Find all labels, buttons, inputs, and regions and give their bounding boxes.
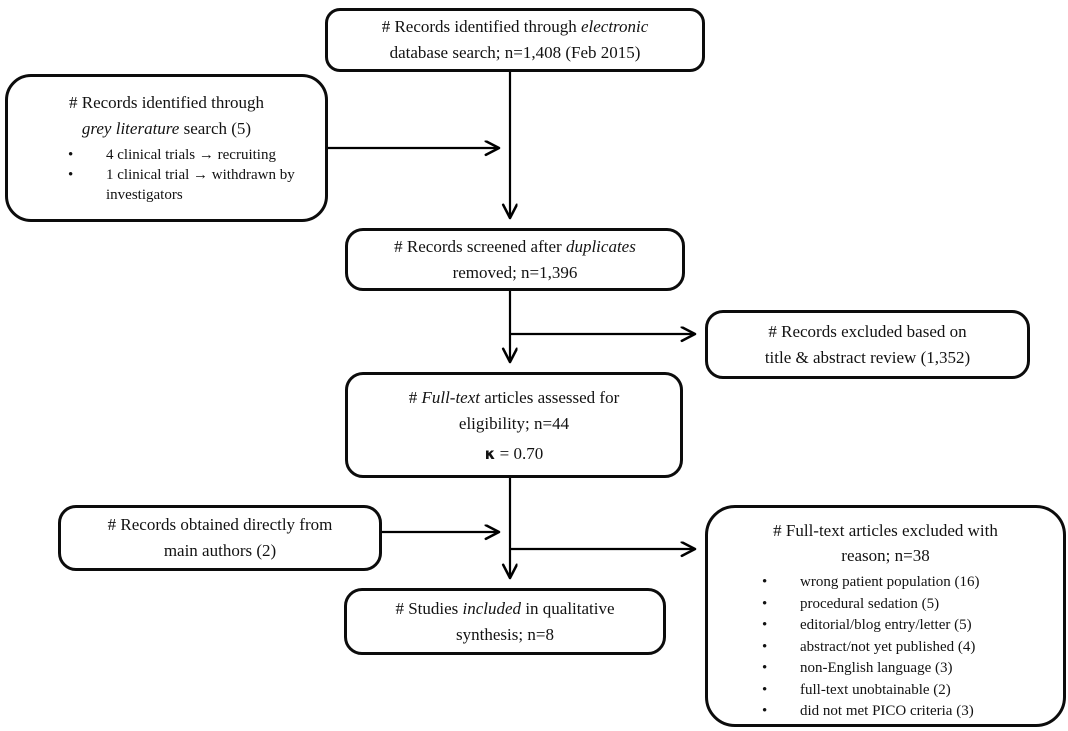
box-records-screened: # Records screened after duplicates remo… (345, 228, 685, 291)
bullet-item: wrong patient population (16) (760, 572, 1055, 594)
bullet-item: procedural sedation (5) (760, 594, 1055, 616)
box-excluded-title-abstract: # Records excluded based on title & abst… (705, 310, 1030, 379)
box-obtained-from-authors: # Records obtained directly from main au… (58, 505, 382, 571)
box-obtained-from-authors-line1: # Records obtained directly from (107, 515, 333, 534)
box-fulltext-assessed-line1: # Full-text articles assessed for (408, 387, 620, 407)
box-records-screened-line1: # Records screened after duplicates (394, 236, 636, 256)
bullet-item: non-English language (3) (760, 658, 1055, 680)
box-fulltext-excluded-line1: # Full-text articles excluded with (773, 521, 998, 540)
box-studies-included-line2: synthesis; n=8 (456, 624, 554, 644)
box-fulltext-excluded-line2: reason; n=38 (841, 546, 930, 565)
box-excluded-title-abstract-line1: # Records excluded based on (768, 321, 967, 341)
box-fulltext-excluded: # Full-text articles excluded with reaso… (705, 505, 1066, 727)
bullet-item: did not met PICO criteria (3) (760, 701, 1055, 723)
box-studies-included: # Studies included in qualitative synthe… (344, 588, 666, 655)
box-electronic-search-line1: # Records identified through electronic (381, 17, 649, 36)
box-grey-literature-line2: grey literature search (5) (81, 119, 252, 138)
box-fulltext-assessed: # Full-text articles assessed for eligib… (345, 372, 683, 478)
box-excluded-title-abstract-line2: title & abstract review (1,352) (764, 347, 971, 367)
bullet-item: full-text unobtainable (2) (760, 680, 1055, 702)
kappa-statistic: κ = 0.70 (484, 443, 544, 463)
bullet-item: abstract/not yet published (4) (760, 637, 1055, 659)
box-records-screened-line2: removed; n=1,396 (452, 262, 578, 282)
bullet-item: 1 clinical trial → withdrawn by investig… (66, 165, 319, 205)
bullet-item: editorial/blog entry/letter (5) (760, 615, 1055, 637)
bullet-item: 4 clinical trials → recruiting (66, 145, 319, 165)
grey-literature-bullet-list: 4 clinical trials → recruiting 1 clinica… (66, 145, 319, 205)
box-obtained-from-authors-line2: main authors (2) (163, 541, 277, 560)
box-grey-literature: # Records identified through grey litera… (5, 74, 328, 222)
kappa-symbol: κ (484, 444, 496, 463)
box-grey-literature-line1: # Records identified through (69, 93, 264, 112)
box-electronic-search-line2: database search; n=1,408 (Feb 2015) (389, 43, 641, 62)
box-studies-included-line1: # Studies included in qualitative (395, 598, 615, 618)
fulltext-excluded-bullet-list: wrong patient population (16) procedural… (760, 572, 1055, 723)
box-fulltext-assessed-line2: eligibility; n=44 (458, 413, 570, 433)
box-electronic-search: # Records identified through electronic … (325, 8, 705, 72)
